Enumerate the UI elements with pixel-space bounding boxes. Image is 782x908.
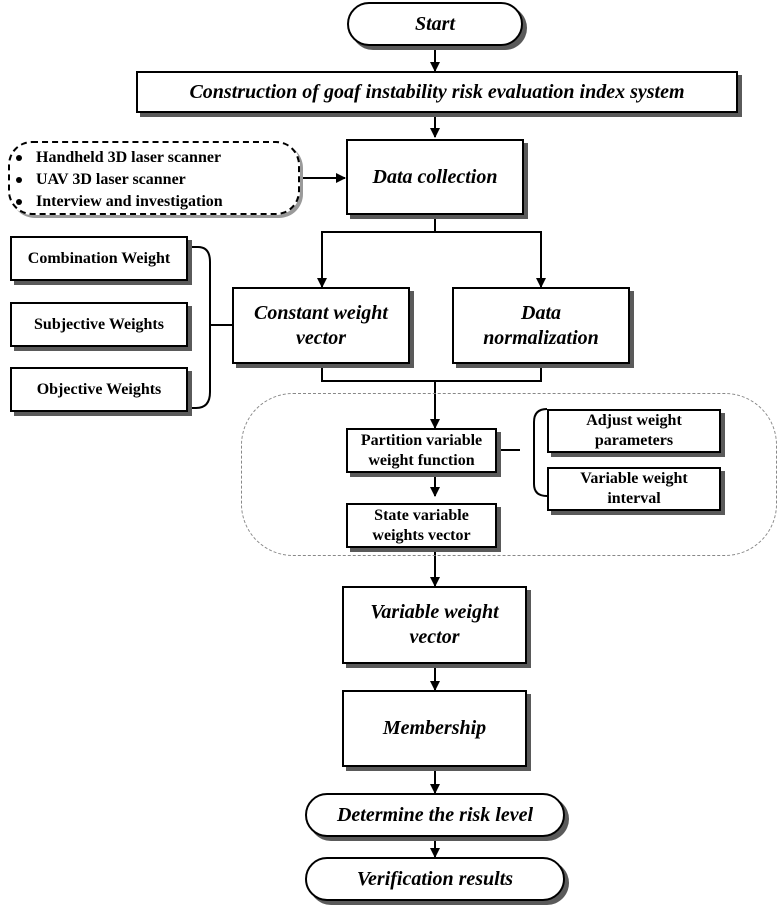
- construction-label: Construction of goaf instability risk ev…: [189, 80, 685, 103]
- adjust-parameters-node: Adjust weight parameters: [547, 409, 721, 453]
- construction-node: Construction of goaf instability risk ev…: [136, 71, 738, 113]
- data-normalization-node: Data normalization: [452, 287, 630, 364]
- risk-level-node: Determine the risk level: [305, 793, 565, 837]
- data-normalization-label: Data normalization: [483, 301, 599, 349]
- weight-interval-label: Variable weight interval: [580, 470, 688, 507]
- subjective-weights-node: Subjective Weights: [10, 302, 188, 347]
- objective-weights-label: Objective Weights: [36, 380, 162, 398]
- data-collection-node: Data collection: [346, 139, 524, 215]
- adjust-parameters-label: Adjust weight parameters: [586, 412, 682, 449]
- data-sources-group: Handheld 3D laser scanner UAV 3D laser s…: [8, 141, 300, 215]
- start-label: Start: [414, 12, 456, 35]
- verification-label: Verification results: [356, 867, 514, 890]
- combination-weight-label: Combination Weight: [27, 249, 171, 267]
- brace-parameters: [497, 408, 548, 497]
- partition-function-node: Partition variable weight function: [346, 428, 497, 473]
- weight-interval-node: Variable weight interval: [547, 467, 721, 511]
- state-vector-label: State variable weights vector: [372, 506, 471, 544]
- source-item: UAV 3D laser scanner: [16, 171, 186, 189]
- partition-function-label: Partition variable weight function: [360, 431, 483, 469]
- verification-node: Verification results: [305, 857, 565, 901]
- arrow-collection-split: [321, 214, 542, 287]
- constant-weight-vector-label: Constant weight vector: [254, 301, 388, 349]
- source-item: Interview and investigation: [16, 193, 223, 211]
- objective-weights-node: Objective Weights: [10, 367, 188, 412]
- variable-weight-region: [241, 393, 777, 556]
- risk-level-label: Determine the risk level: [336, 803, 534, 826]
- constant-weight-vector-node: Constant weight vector: [232, 287, 410, 364]
- membership-label: Membership: [382, 717, 487, 739]
- source-item: Handheld 3D laser scanner: [16, 149, 221, 167]
- brace-weights: [188, 246, 232, 409]
- variable-weight-vector-node: Variable weight vector: [342, 586, 527, 664]
- membership-node: Membership: [342, 690, 527, 767]
- start-node: Start: [347, 2, 523, 46]
- state-vector-node: State variable weights vector: [346, 503, 497, 548]
- data-collection-label: Data collection: [372, 165, 498, 188]
- combination-weight-node: Combination Weight: [10, 236, 188, 281]
- subjective-weights-label: Subjective Weights: [34, 315, 164, 333]
- variable-weight-vector-label: Variable weight vector: [370, 601, 499, 648]
